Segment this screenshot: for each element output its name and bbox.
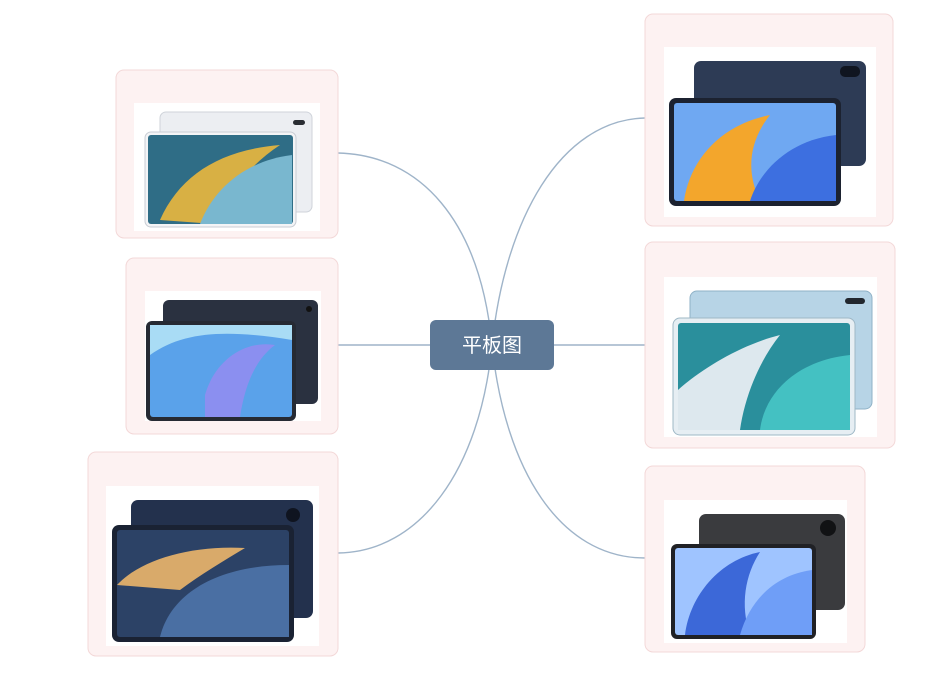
wallpaper-wave-purple bbox=[205, 344, 275, 417]
wallpaper-blue-curve bbox=[160, 565, 289, 637]
center-node[interactable]: 平板图 bbox=[430, 320, 554, 370]
tablet-camera-module bbox=[840, 66, 860, 77]
tablet-camera-ring bbox=[286, 508, 300, 522]
image-node-tablet-blue-orange-wallpaper[interactable] bbox=[644, 13, 894, 227]
wallpaper-wave-skyblue bbox=[740, 570, 812, 635]
wallpaper-wave-white bbox=[678, 335, 780, 430]
wallpaper-sun-shape bbox=[117, 547, 245, 590]
wallpaper-wave-gold bbox=[160, 145, 280, 224]
image-node-tablet-lightblue-wallpaper[interactable] bbox=[644, 241, 896, 449]
wallpaper-wave-orange bbox=[684, 115, 770, 201]
wallpaper-wave-deepblue bbox=[685, 552, 760, 635]
branch-lines bbox=[337, 117, 646, 559]
branch-line-left-top bbox=[337, 152, 493, 346]
wallpaper-wave-blue bbox=[750, 135, 836, 201]
branch-line-left-bottom bbox=[337, 344, 493, 554]
image-node-tablet-white-wallpaper[interactable] bbox=[115, 69, 339, 239]
center-node-label: 平板图 bbox=[462, 333, 522, 357]
tablet-camera-dot bbox=[293, 120, 305, 125]
branch-line-right-top bbox=[491, 117, 646, 346]
image-node-tablet-darkblue-wallpaper[interactable] bbox=[87, 451, 339, 657]
tablet-camera-module bbox=[845, 298, 865, 304]
tablet-camera-ring bbox=[820, 520, 836, 536]
image-node-tablet-black-wallpaper[interactable] bbox=[644, 465, 866, 653]
center-node-box bbox=[430, 320, 554, 370]
wallpaper-wave-teal bbox=[200, 155, 292, 224]
wallpaper-wave-light bbox=[150, 325, 292, 355]
branch-line-right-bottom bbox=[491, 344, 646, 559]
image-node-tablet-navy-wallpaper[interactable] bbox=[125, 257, 339, 435]
wallpaper-wave-cyan bbox=[760, 355, 850, 430]
tablet-camera-dot bbox=[306, 306, 312, 312]
